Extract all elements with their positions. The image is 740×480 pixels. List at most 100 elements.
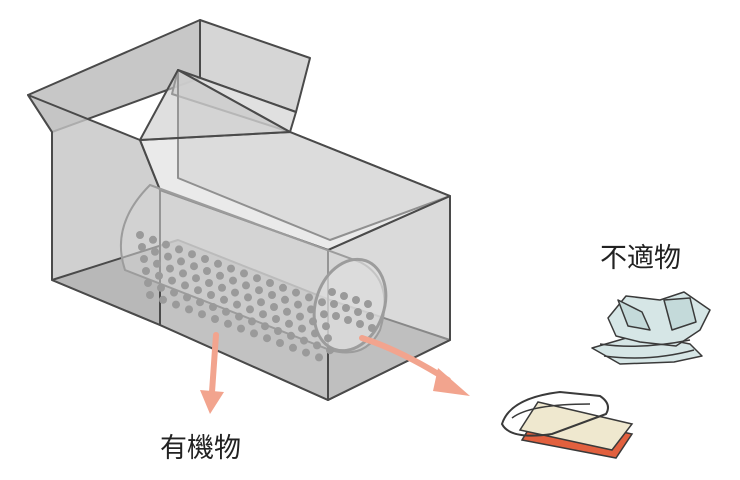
drum-hole (259, 310, 267, 319)
drum-hole (298, 324, 306, 333)
drum-hole (244, 293, 252, 302)
drum-hole (313, 341, 321, 350)
drum-hole (140, 255, 148, 263)
tray-film (500, 390, 609, 437)
drum-hole (159, 295, 167, 304)
drum-hole (181, 281, 189, 290)
drum-perforations (136, 231, 376, 362)
drum-hole (318, 298, 326, 307)
drum-hole (203, 267, 211, 275)
drum-hole (340, 292, 348, 300)
separator-machine (27, 19, 451, 401)
drum-hole (155, 271, 163, 280)
drum-hole (268, 291, 276, 299)
drum-hole (144, 279, 152, 287)
drum-hole (216, 271, 224, 280)
drum-hole (164, 252, 172, 261)
drum-hole (207, 291, 215, 299)
drum-hole (146, 291, 154, 299)
drum-hole (296, 312, 304, 321)
drum-hole (153, 259, 161, 268)
drum-hole (188, 250, 196, 259)
drum-hole (307, 305, 315, 314)
drum-hole (263, 334, 271, 343)
drum-hole (136, 231, 144, 239)
drum-hole (179, 269, 187, 278)
drum-hole (315, 353, 323, 362)
drum-hole (322, 322, 330, 331)
drum-hole (320, 310, 328, 319)
drum-hole (218, 283, 226, 292)
drum-hole (324, 334, 332, 343)
arrow-down (200, 332, 224, 414)
drum-hole (294, 300, 302, 309)
drum-hole (166, 264, 174, 273)
drum-hole (237, 324, 245, 333)
drum-hole (356, 320, 364, 328)
arrow-right (359, 335, 470, 396)
drum-hole (177, 257, 185, 266)
organic-matter-label: 有機物 (160, 433, 241, 464)
drum-hole (209, 303, 217, 311)
drum-hole (250, 329, 258, 338)
plastic-waste (591, 291, 711, 365)
drum-hole (292, 288, 300, 297)
drum-hole (352, 296, 360, 304)
drum-hole (364, 300, 372, 308)
drum-hole (192, 274, 200, 283)
drum-hole (172, 300, 180, 309)
drum-hole (211, 315, 219, 323)
drum-hole (302, 348, 310, 357)
drum-hole (281, 295, 289, 304)
drum-hole (330, 300, 338, 308)
drum-hole (261, 322, 269, 331)
drum-hole (196, 298, 204, 307)
drum-hole (274, 327, 282, 335)
drum-hole (185, 305, 193, 314)
drum-hole (257, 298, 265, 307)
drum-hole (289, 343, 297, 352)
drum-hole (151, 247, 159, 256)
drum-hole (354, 308, 362, 316)
drum-hole (227, 264, 235, 273)
drum-hole (198, 310, 206, 319)
drum-hole (224, 319, 232, 328)
drum-hole (368, 324, 376, 332)
drum-hole (142, 267, 150, 275)
drum-hole (311, 329, 319, 338)
drum-hole (255, 286, 263, 295)
hopper-front-wall (139, 69, 291, 141)
drum-hole (272, 315, 280, 323)
drum-hole (332, 312, 340, 320)
drum-hole (270, 303, 278, 311)
drum-hole (285, 319, 293, 328)
reject-material-label: 不適物 (600, 243, 681, 274)
drum-hole (183, 293, 191, 302)
drum-hole (287, 331, 295, 340)
rotating-drum-screen (119, 183, 388, 362)
drum-hole (240, 269, 248, 278)
drum-hole (279, 283, 287, 292)
drum-hole (190, 262, 198, 271)
drum-hole (194, 286, 202, 295)
drum-hole (276, 339, 284, 347)
drum-hole (328, 288, 336, 296)
drum-hole (157, 283, 165, 292)
drum-hole (138, 243, 146, 251)
drum-hole (222, 307, 230, 316)
drum-hole (229, 276, 237, 285)
drum-hole (366, 312, 374, 320)
drum-hole (201, 255, 209, 263)
drum-hole (342, 304, 350, 312)
drum-hole (214, 259, 222, 268)
drum-hole (220, 295, 228, 304)
drum-hole (170, 288, 178, 297)
drum-hole (242, 281, 250, 290)
drum-hole (175, 245, 183, 254)
drum-hole (309, 317, 317, 326)
drum-hole (149, 235, 157, 244)
drum-hole (326, 346, 334, 355)
drum-hole (300, 336, 308, 345)
drum-hole (233, 300, 241, 309)
